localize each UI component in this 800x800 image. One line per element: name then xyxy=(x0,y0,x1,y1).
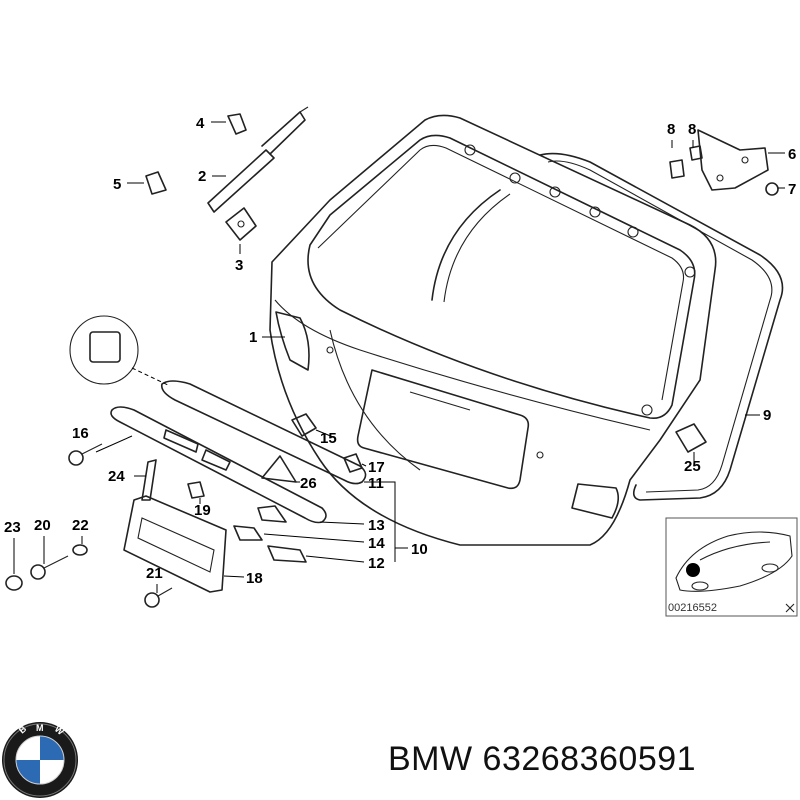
hinge-bolts xyxy=(669,145,703,179)
camera-module xyxy=(163,429,231,471)
callout-8b: 8 xyxy=(688,121,696,138)
callout-25: 25 xyxy=(684,458,701,475)
callout-22: 22 xyxy=(72,517,89,534)
callout-11: 11 xyxy=(368,475,384,492)
tailgate-panel xyxy=(269,114,717,546)
callout-12: 12 xyxy=(368,555,385,572)
screw-20 xyxy=(30,555,69,580)
clip-17 xyxy=(343,453,363,473)
plate-light-frame xyxy=(123,495,227,593)
logo-letter-m: M xyxy=(36,723,44,733)
callout-15: 15 xyxy=(320,430,337,447)
hinge xyxy=(697,129,769,191)
ball-pin-upper xyxy=(227,113,247,135)
logo-quadrants xyxy=(15,735,65,785)
callout-17: 17 xyxy=(368,459,385,476)
callout-18: 18 xyxy=(246,570,263,587)
gas-strut xyxy=(207,106,309,213)
callout-24: 24 xyxy=(108,468,125,485)
buffer-25 xyxy=(675,423,707,453)
part-number: 63268360591 xyxy=(482,740,697,778)
callout-13: 13 xyxy=(368,517,385,534)
callout-2: 2 xyxy=(198,168,206,185)
callout-16: 16 xyxy=(72,425,89,442)
callout-26: 26 xyxy=(300,475,317,492)
leader-lines xyxy=(13,121,785,593)
callout-7: 7 xyxy=(788,181,796,198)
callout-4: 4 xyxy=(196,115,205,132)
callout-3: 3 xyxy=(235,257,243,274)
hinge-nut xyxy=(765,182,779,196)
callout-9: 9 xyxy=(763,407,771,424)
washer-22 xyxy=(72,544,88,556)
detail-circle xyxy=(69,315,171,387)
trim-strip xyxy=(160,380,367,485)
lower-trim-strip xyxy=(110,406,327,524)
ball-pin-lower xyxy=(145,171,167,195)
part-caption: BMW 63268360591 xyxy=(388,740,788,790)
callouts: 1 2 3 4 5 6 7 8 8 9 10 11 12 13 14 15 16… xyxy=(4,115,796,587)
logo-letter-b: B xyxy=(17,723,29,735)
fastener-rod xyxy=(141,459,157,501)
callout-5: 5 xyxy=(113,176,121,193)
switch-parts xyxy=(233,505,307,563)
strut-bracket xyxy=(225,207,257,241)
callout-14: 14 xyxy=(368,535,385,552)
callout-6: 6 xyxy=(788,146,796,163)
callout-19: 19 xyxy=(194,502,211,519)
callout-1: 1 xyxy=(249,329,257,346)
callout-8a: 8 xyxy=(667,121,675,138)
callout-10: 10 xyxy=(411,541,428,558)
screw-16 xyxy=(68,443,103,466)
inset-reference: 00216552 xyxy=(668,602,717,614)
tailgate-seal xyxy=(539,152,784,501)
callout-20: 20 xyxy=(34,517,51,534)
clip-15 xyxy=(291,413,317,437)
callout-23: 23 xyxy=(4,519,21,536)
screw-lower xyxy=(144,587,173,608)
bmw-logo: B M W xyxy=(2,722,78,798)
warning-label xyxy=(261,455,297,483)
cap-23 xyxy=(5,575,23,591)
expansion-clip xyxy=(187,481,205,499)
callout-21: 21 xyxy=(146,565,163,582)
vehicle-location-inset: 00216552 xyxy=(665,517,798,617)
brand-name: BMW xyxy=(388,740,473,778)
